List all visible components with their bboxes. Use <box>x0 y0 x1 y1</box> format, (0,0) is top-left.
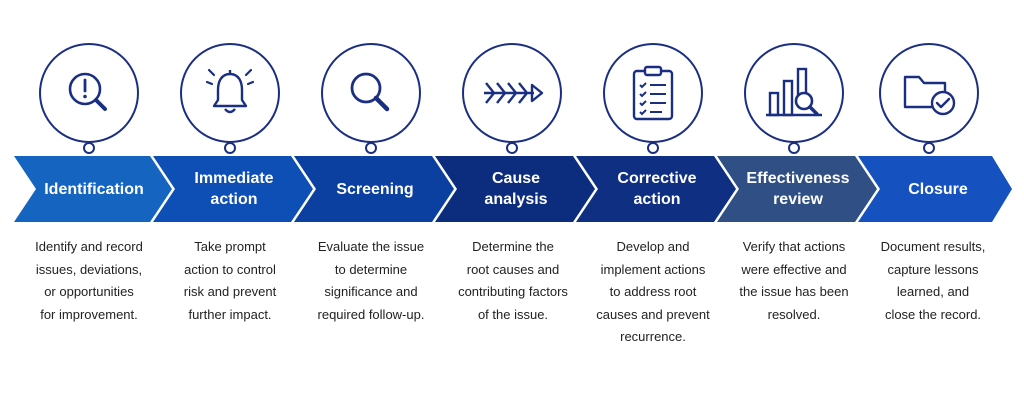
step-5-icon-circle <box>603 43 703 143</box>
step-7-description: Document results,capture lessons learned… <box>880 239 986 322</box>
chevron-band <box>14 156 1012 222</box>
step-3-label: Screening <box>336 180 414 198</box>
step-2-icon-circle <box>180 43 280 143</box>
step-3-icon-circle <box>321 43 421 143</box>
step-2-chevron <box>153 156 313 222</box>
bell-icon <box>205 68 255 114</box>
step-6-icon-circle <box>744 43 844 143</box>
step-6-chevron <box>717 156 877 222</box>
step-5-chevron <box>576 156 736 222</box>
step-7-icon-circle <box>879 43 979 143</box>
step-4-icon-circle <box>462 43 562 143</box>
clipboard-checklist-icon <box>632 65 674 121</box>
step-1-chevron <box>14 156 172 222</box>
bar-chart-magnifier-icon <box>766 67 822 117</box>
search-icon <box>350 72 390 112</box>
magnifier-exclamation-icon <box>68 72 107 111</box>
step-1-label: Identification <box>44 180 144 198</box>
step-1-icon-circle <box>39 43 139 143</box>
step-7-chevron <box>858 156 1012 222</box>
folder-check-icon <box>903 75 956 116</box>
step-3-chevron <box>294 156 454 222</box>
fishbone-arrow-icon <box>484 82 544 104</box>
step-4-chevron <box>435 156 595 222</box>
step-7-label: Closure <box>908 180 968 198</box>
